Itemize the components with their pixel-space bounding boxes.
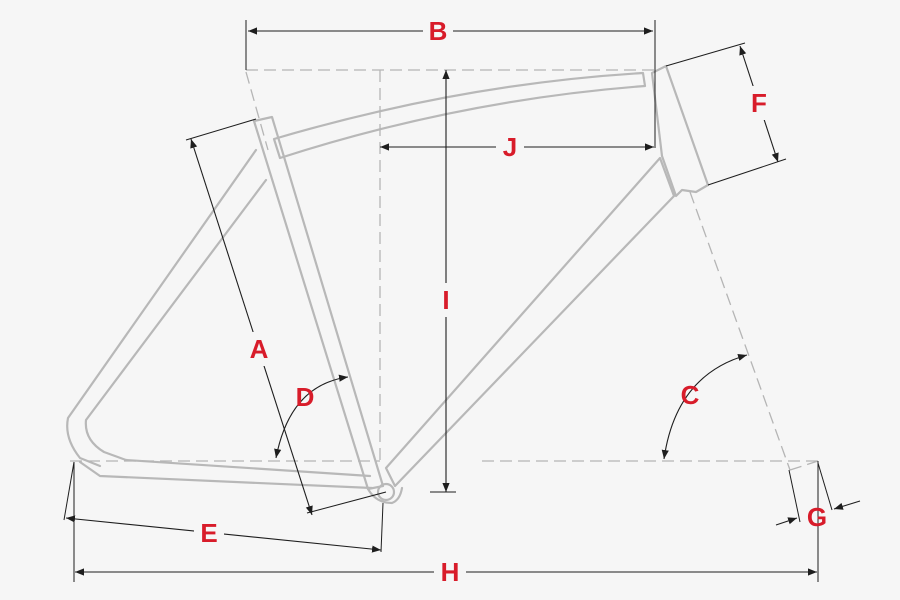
dimension-lines	[65, 27, 861, 576]
label-g: G	[807, 502, 827, 532]
label-j: J	[503, 132, 517, 162]
bottom-bracket	[376, 482, 396, 502]
label-masks	[194, 13, 773, 589]
bike-frame	[66, 64, 710, 505]
label-h: H	[441, 557, 460, 587]
label-e: E	[200, 518, 217, 548]
labels: B J I A F D C E G H	[200, 16, 827, 587]
label-d: D	[296, 382, 315, 412]
label-b: B	[429, 16, 448, 46]
seat-stay-inner	[84, 178, 268, 462]
label-a: A	[250, 334, 269, 364]
bb-shell	[366, 486, 404, 505]
dimension-g-left	[775, 517, 798, 526]
seat-tube	[252, 115, 385, 491]
seat-stay	[66, 148, 258, 468]
chain-stay	[78, 458, 374, 490]
angle-d-arc	[274, 374, 349, 459]
label-f: F	[751, 88, 767, 118]
dimension-g-right	[833, 500, 861, 510]
construction-lines	[70, 69, 819, 471]
label-i: I	[442, 285, 449, 315]
head-tube	[650, 64, 710, 198]
top-tube	[272, 71, 647, 160]
angle-c-arc	[661, 353, 748, 460]
down-tube	[384, 156, 676, 488]
dimension-a	[190, 138, 313, 516]
label-c: C	[681, 380, 700, 410]
